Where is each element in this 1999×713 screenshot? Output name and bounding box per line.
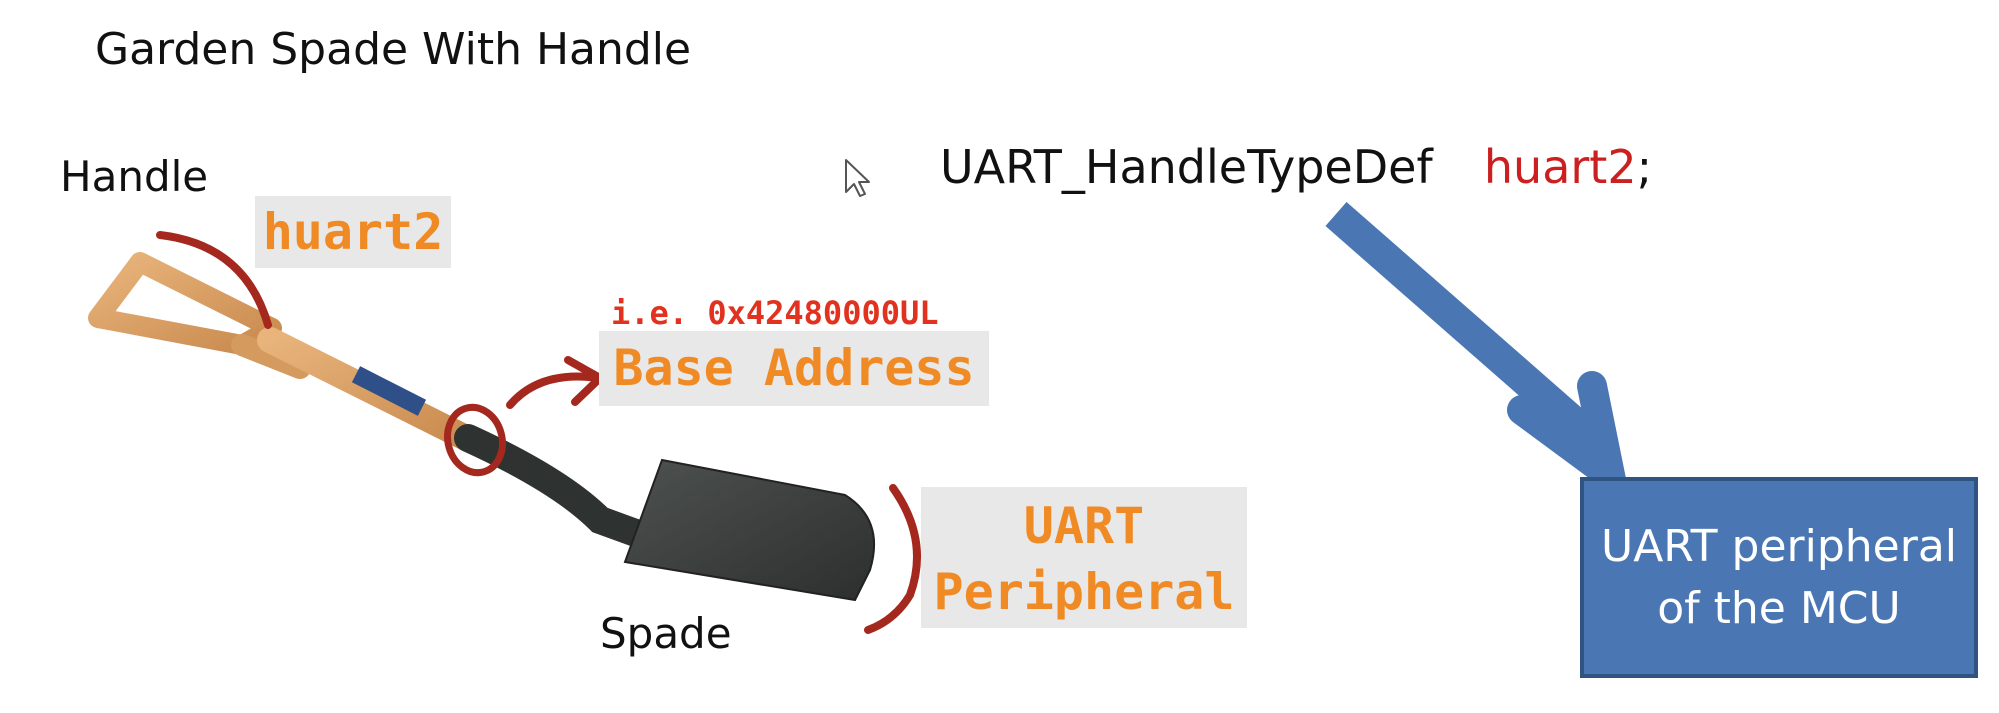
- spade-neck: [454, 424, 669, 554]
- uart-peripheral-tag: UART Peripheral: [921, 487, 1247, 628]
- mcu-box-line1: UART peripheral: [1600, 520, 1958, 572]
- address-example: i.e. 0x42480000UL: [611, 294, 939, 332]
- spade-blade: [623, 458, 876, 602]
- uart-peripheral-line1: UART: [1023, 497, 1145, 555]
- base-address-marker-circle: [444, 403, 506, 477]
- mouse-pointer-icon: [845, 159, 870, 197]
- code-terminator: ;: [1636, 140, 1653, 194]
- blue-arrow: [1325, 201, 1633, 511]
- base-address-marker-arrow: [506, 372, 602, 409]
- handle-marker-arc: [156, 231, 272, 329]
- spade-label: Spade: [600, 609, 732, 658]
- base-address-marker-arrowhead: [564, 356, 604, 406]
- code-declaration: UART_HandleTypeDef huart2;: [940, 140, 1652, 194]
- slide-title: Garden Spade With Handle: [95, 24, 692, 75]
- handle-label: Handle: [60, 152, 209, 201]
- uart-peripheral-line2: Peripheral: [933, 563, 1235, 621]
- mcu-box-line2: of the MCU: [1657, 582, 1901, 634]
- mcu-peripheral-box: UART peripheral of the MCU: [1580, 477, 1978, 678]
- code-type: UART_HandleTypeDef: [940, 140, 1433, 194]
- shaft-label: [351, 366, 427, 416]
- peripheral-marker-bracket: [864, 484, 922, 634]
- code-variable: huart2: [1483, 140, 1637, 194]
- base-address-tag: Base Address: [599, 331, 989, 406]
- handle-tag: huart2: [255, 196, 451, 268]
